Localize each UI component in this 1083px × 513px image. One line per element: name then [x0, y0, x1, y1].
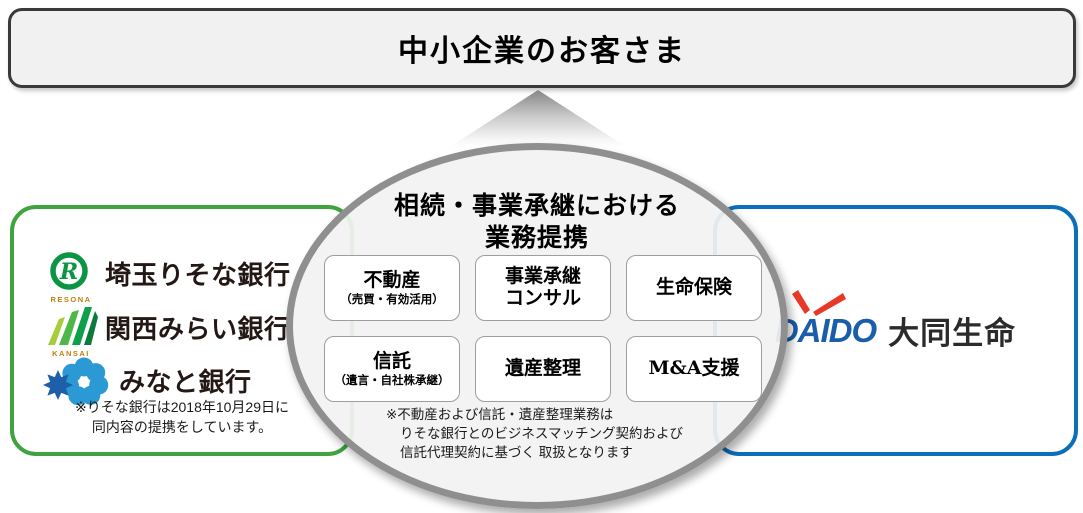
- bank-row-kansai-mirai: KANSAI 関西みらい銀行: [44, 305, 291, 358]
- bank-name-saitama-resona: 埼玉りそな銀行: [105, 259, 291, 290]
- service-box-life-insurance: 生命保険: [626, 255, 762, 321]
- service-box-estate-settlement: 遺産整理: [475, 336, 611, 402]
- insurer-name: 大同生命: [888, 316, 1017, 351]
- daido-figure-icon: [791, 289, 846, 316]
- partnership-title-line2: 業務提携: [484, 223, 589, 252]
- banks-note-line2: 同内容の提携をしています。: [91, 418, 273, 435]
- partnership-note-line1: ※不動産および信託・遺産整理業務は: [386, 407, 614, 422]
- partnership-note-line2: りそな銀行とのビジネスマッチング契約および: [400, 425, 683, 441]
- daido-logo: DAIDO 大同生命: [774, 289, 1017, 353]
- service-box-trust: 信託 （遺言・自社株承継）: [324, 336, 460, 402]
- partnership-ellipse: 相続・事業承継における 業務提携 不動産 （売買・有効活用） 事業承継 コンサル…: [286, 143, 788, 509]
- partnership-note: ※不動産および信託・遺産整理業務は りそな銀行とのビジネスマッチング契約および …: [386, 406, 716, 463]
- service-box-succession-consulting: 事業承継 コンサル: [475, 255, 611, 321]
- services-grid: 不動産 （売買・有効活用） 事業承継 コンサル 生命保険 信託 （遺言・自社株承…: [324, 255, 762, 402]
- bank-name-minato: みなと銀行: [119, 366, 252, 397]
- service-box-real-estate: 不動産 （売買・有効活用）: [324, 255, 460, 321]
- bank-row-saitama-resona: R RESONA 埼玉りそな銀行: [44, 251, 291, 304]
- customers-box: 中小企業のお客さま: [8, 8, 1076, 88]
- partnership-title-line1: 相続・事業承継における: [393, 191, 680, 220]
- customers-title: 中小企業のお客さま: [398, 34, 686, 69]
- up-arrow-icon: [448, 90, 628, 148]
- partnership-note-line3: 信託代理契約に基づく 取扱となります: [400, 444, 633, 460]
- banks-note: ※りそな銀行は2018年10月29日に 同内容の提携をしています。: [14, 398, 350, 437]
- kansai-logo-caption: KANSAI: [52, 349, 90, 358]
- bank-name-kansai-mirai: 関西みらい銀行: [105, 313, 291, 344]
- resona-bank-icon: R: [50, 252, 88, 290]
- minato-bank-icon: [43, 357, 109, 405]
- kansai-mirai-bank-icon: [48, 307, 98, 345]
- service-box-ma-support: M&A支援: [626, 336, 762, 402]
- banks-note-line1: ※りそな銀行は2018年10月29日に: [74, 399, 290, 415]
- resona-logo-caption: RESONA: [50, 295, 92, 304]
- svg-text:R: R: [59, 259, 78, 285]
- bank-row-minato: みなと銀行: [38, 355, 252, 405]
- daido-logotype: DAIDO: [774, 311, 877, 349]
